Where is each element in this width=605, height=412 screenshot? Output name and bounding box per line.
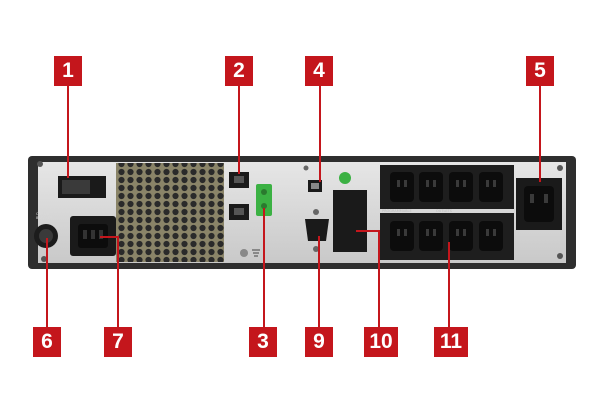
leader-10: [378, 230, 380, 330]
usb-port-icon: [303, 165, 322, 192]
status-led: [339, 172, 351, 184]
callout-9: 9: [305, 327, 333, 357]
leader-9: [318, 236, 320, 330]
ac-input-socket: [70, 216, 116, 256]
fan-grille-icon: [116, 163, 224, 262]
callout-10: 10: [364, 327, 398, 357]
callout-7: 7: [104, 327, 132, 357]
rj45-port-icon: [229, 172, 249, 220]
leader-6: [46, 238, 48, 330]
outlets-silkscreen: OUTLETS: [436, 209, 452, 213]
callout-1: 1: [54, 56, 82, 86]
rs232-port: [305, 209, 329, 252]
leader-10-h: [356, 230, 380, 232]
callout-3: 3: [249, 327, 277, 357]
leader-3: [263, 208, 265, 330]
outlet-group: [380, 165, 514, 260]
leader-2: [238, 86, 240, 174]
leader-11: [448, 242, 450, 330]
programmable-silkscreen: PROGRAMMABLE: [382, 209, 412, 213]
callout-4: 4: [305, 56, 333, 86]
epo-terminal: [256, 184, 272, 216]
programmable-breaker: [333, 190, 367, 252]
leader-5: [539, 86, 541, 182]
breaker-silkscreen: CIRCUIT BREAKER: [36, 212, 53, 220]
circuit-breaker: [34, 224, 58, 248]
callout-6: 6: [33, 327, 61, 357]
high-current-outlet: [516, 178, 562, 230]
ground-icon: [240, 249, 260, 257]
leader-4: [319, 86, 321, 182]
leader-1: [67, 86, 69, 178]
leader-7-h: [100, 236, 119, 238]
leader-7: [117, 236, 119, 330]
callout-5: 5: [526, 56, 554, 86]
callout-11: 11: [434, 327, 468, 357]
callout-2: 2: [225, 56, 253, 86]
